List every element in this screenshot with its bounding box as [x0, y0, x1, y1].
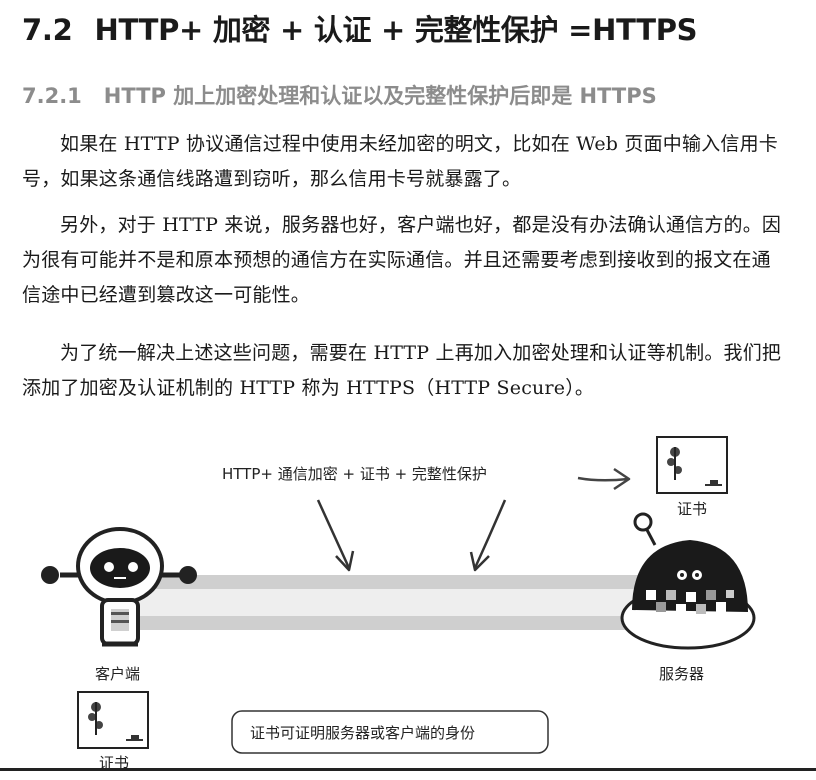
server-label: 服务器 — [659, 665, 705, 683]
arrow-down-right-icon — [473, 499, 507, 569]
paragraph-plaintext-risk: 如果在 HTTP 协议通信过程中使用未经加密的明文，比如在 Web 页面中输入信… — [22, 133, 778, 190]
section-number: 7.2 — [22, 13, 73, 47]
arrow-down-left-icon — [316, 499, 351, 569]
channel-label: HTTP+ 通信加密 + 证书 + 完整性保护 — [222, 465, 487, 483]
certificate-label: 证书 — [677, 500, 708, 518]
subsection-heading: 7.2.1 HTTP 加上加密处理和认证以及完整性保护后即是 HTTPS — [22, 80, 802, 112]
client-robot-icon — [41, 527, 197, 647]
subsection-number: 7.2.1 — [22, 84, 82, 108]
caption-box — [231, 710, 549, 754]
client-label: 客户端 — [95, 665, 141, 683]
section-title: HTTP+ 加密 + 认证 + 完整性保护 =HTTPS — [94, 13, 698, 47]
section-heading: 7.2 HTTP+ 加密 + 认证 + 完整性保护 =HTTPS — [22, 10, 802, 50]
figure-caption: 证书可证明服务器或客户端的身份 — [250, 724, 476, 742]
arrow-right-icon — [577, 476, 629, 482]
certificate-icon — [656, 436, 728, 494]
paragraph-https-definition: 为了统一解决上述这些问题，需要在 HTTP 上再加入加密处理和认证等机制。我们把… — [22, 342, 782, 399]
communication-channel — [130, 575, 650, 630]
subsection-title: HTTP 加上加密处理和认证以及完整性保护后即是 HTTPS — [103, 84, 657, 108]
paragraph-authentication-risk: 另外，对于 HTTP 来说，服务器也好，客户端也好，都是没有办法确认通信方的。因… — [22, 214, 782, 306]
certificate-label: 证书 — [99, 754, 130, 772]
certificate-icon — [77, 691, 149, 749]
server-robot-icon — [620, 512, 756, 650]
